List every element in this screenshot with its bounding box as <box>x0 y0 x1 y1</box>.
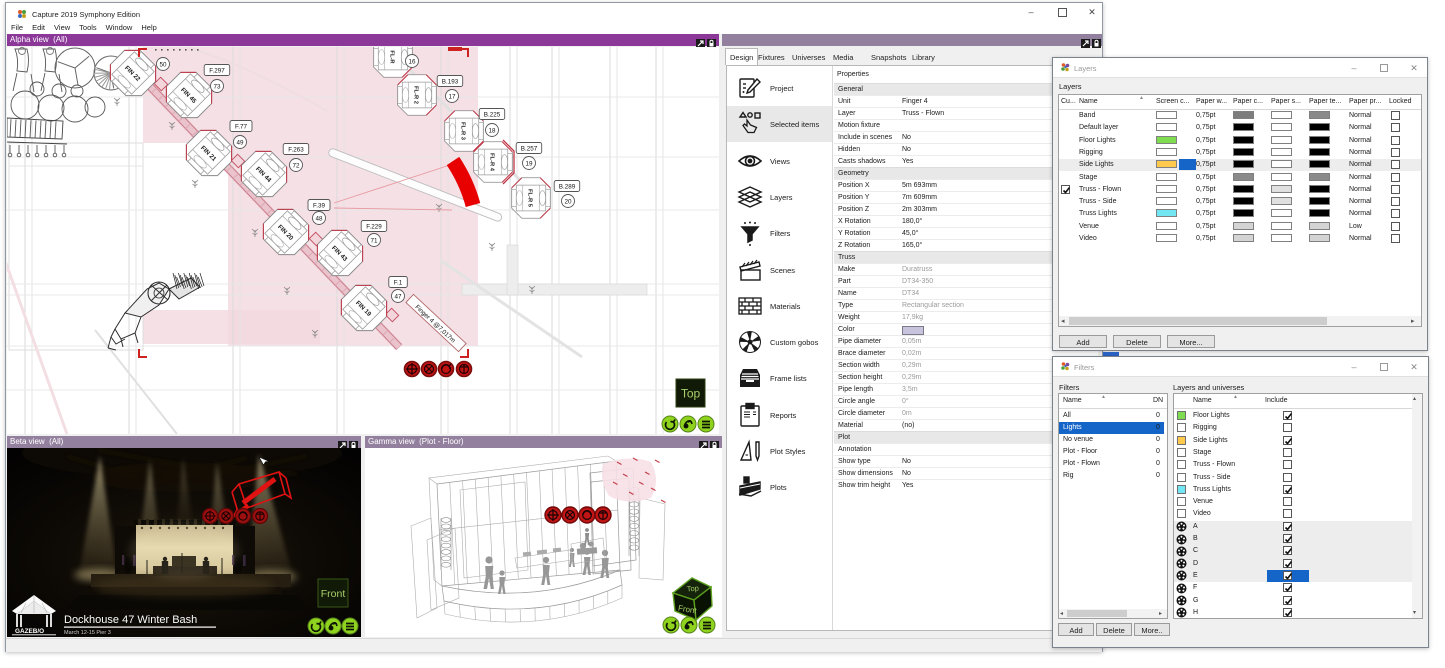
svg-text:F.77: F.77 <box>235 124 247 131</box>
svg-text:F.297: F.297 <box>209 68 225 75</box>
svg-text:GAZEB/O: GAZEB/O <box>15 628 44 635</box>
svg-text:FL-R 5: FL-R 5 <box>527 189 533 208</box>
svg-text:19: 19 <box>525 161 533 168</box>
svg-text:B.289: B.289 <box>559 184 576 191</box>
svg-text:FL-R: FL-R <box>389 50 395 64</box>
svg-text:48: 48 <box>315 216 323 223</box>
svg-text:50: 50 <box>159 62 167 69</box>
svg-text:47: 47 <box>394 294 402 301</box>
svg-text:B.193: B.193 <box>442 79 459 86</box>
svg-text:FL-R 2: FL-R 2 <box>413 86 419 104</box>
svg-text:72: 72 <box>292 163 300 170</box>
svg-text:B.225: B.225 <box>484 112 501 119</box>
svg-text:FL-R 3: FL-R 3 <box>460 122 466 140</box>
svg-text:20: 20 <box>564 199 572 206</box>
svg-text:B.257: B.257 <box>521 146 538 153</box>
svg-text:F.39: F.39 <box>313 203 325 210</box>
svg-text:49: 49 <box>236 140 244 147</box>
svg-text:Front: Front <box>321 588 346 600</box>
svg-text:F.1: F.1 <box>394 280 403 287</box>
svg-text:Top: Top <box>686 583 699 593</box>
svg-text:Front: Front <box>677 604 698 616</box>
svg-text:73: 73 <box>213 84 221 91</box>
svg-text:Top: Top <box>681 387 701 401</box>
svg-text:FL-R 4: FL-R 4 <box>489 153 495 172</box>
svg-text:17: 17 <box>448 94 456 101</box>
svg-text:March 12-15 Pier 3: March 12-15 Pier 3 <box>64 630 111 636</box>
svg-text:71: 71 <box>370 238 378 245</box>
svg-text:F.229: F.229 <box>366 224 382 231</box>
svg-text:16: 16 <box>408 59 416 66</box>
svg-text:F.263: F.263 <box>288 147 304 154</box>
svg-text:18: 18 <box>488 128 496 135</box>
svg-text:Dockhouse 47 Winter Bash: Dockhouse 47 Winter Bash <box>64 614 197 626</box>
